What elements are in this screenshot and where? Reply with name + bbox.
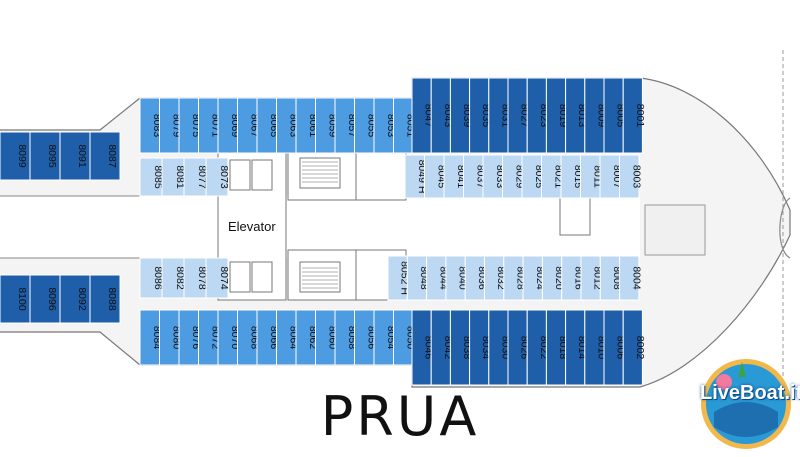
cabin-number: 8004 [630, 266, 642, 290]
cabin-number: 8001 [634, 104, 646, 128]
cabin-8091[interactable]: 8091 [59, 131, 91, 181]
cabin-number: 8081 [174, 165, 186, 189]
cabin-number: 8087 [106, 144, 118, 168]
cabin-number: 8099 [16, 144, 28, 168]
cabin-8078[interactable]: 8078 [183, 257, 208, 299]
cabin-8088[interactable]: 8088 [89, 274, 121, 324]
cabin-number: 8095 [46, 144, 58, 168]
cabin-8095[interactable]: 8095 [29, 131, 61, 181]
cabin-number: 8073 [218, 165, 230, 189]
cabin-number: 8082 [174, 266, 186, 290]
cabin-8004[interactable]: 8004 [619, 255, 643, 301]
cabin-number: 8085 [152, 165, 164, 189]
cabin-number: 8091 [76, 144, 88, 168]
cabin-8092[interactable]: 8092 [59, 274, 91, 324]
cabin-number: 8088 [106, 287, 118, 311]
cabin-8096[interactable]: 8096 [29, 274, 61, 324]
cabin-number: 8002 [634, 336, 646, 360]
cabin-number: 8100 [16, 287, 28, 311]
cabin-number: 8078 [196, 266, 208, 290]
bow-anchor-area [644, 204, 706, 256]
cabin-8001[interactable]: 8001 [622, 77, 646, 154]
cabin-number: 8003 [630, 165, 642, 189]
cabin-number: 8092 [76, 287, 88, 311]
cabin-number: 8086 [152, 266, 164, 290]
corridor [0, 196, 640, 258]
cabin-8074[interactable]: 8074 [205, 257, 230, 299]
cabin-8003[interactable]: 8003 [619, 154, 643, 199]
cabin-8082[interactable]: 8082 [161, 257, 186, 299]
cabin-8073[interactable]: 8073 [205, 157, 230, 197]
cabin-8018[interactable]: 8018 [545, 309, 569, 386]
cabin-8058[interactable]: 8058 [334, 309, 358, 366]
cabin-number: 8096 [46, 287, 58, 311]
cabin-8086[interactable]: 8086 [139, 257, 164, 299]
elevator-block [217, 149, 591, 301]
bow-tip [779, 197, 791, 259]
liveboat-logo [701, 359, 791, 449]
cabin-8100[interactable]: 8100 [0, 274, 31, 324]
cabin-8087[interactable]: 8087 [89, 131, 121, 181]
cabin-8002[interactable]: 8002 [622, 309, 646, 386]
stair-lines [302, 161, 338, 289]
bow-label: PRUA [320, 385, 480, 448]
cabin-8077[interactable]: 8077 [183, 157, 208, 197]
cabin-8085[interactable]: 8085 [139, 157, 164, 197]
cabin-8081[interactable]: 8081 [161, 157, 186, 197]
cabin-number: 8074 [218, 266, 230, 290]
logo-text: LiveBoat.it [700, 382, 800, 404]
cabin-8012[interactable]: 8012 [580, 255, 604, 301]
elevator-label: Elevator [228, 219, 276, 234]
cabin-8099[interactable]: 8099 [0, 131, 31, 181]
cabin-number: 8077 [196, 165, 208, 189]
